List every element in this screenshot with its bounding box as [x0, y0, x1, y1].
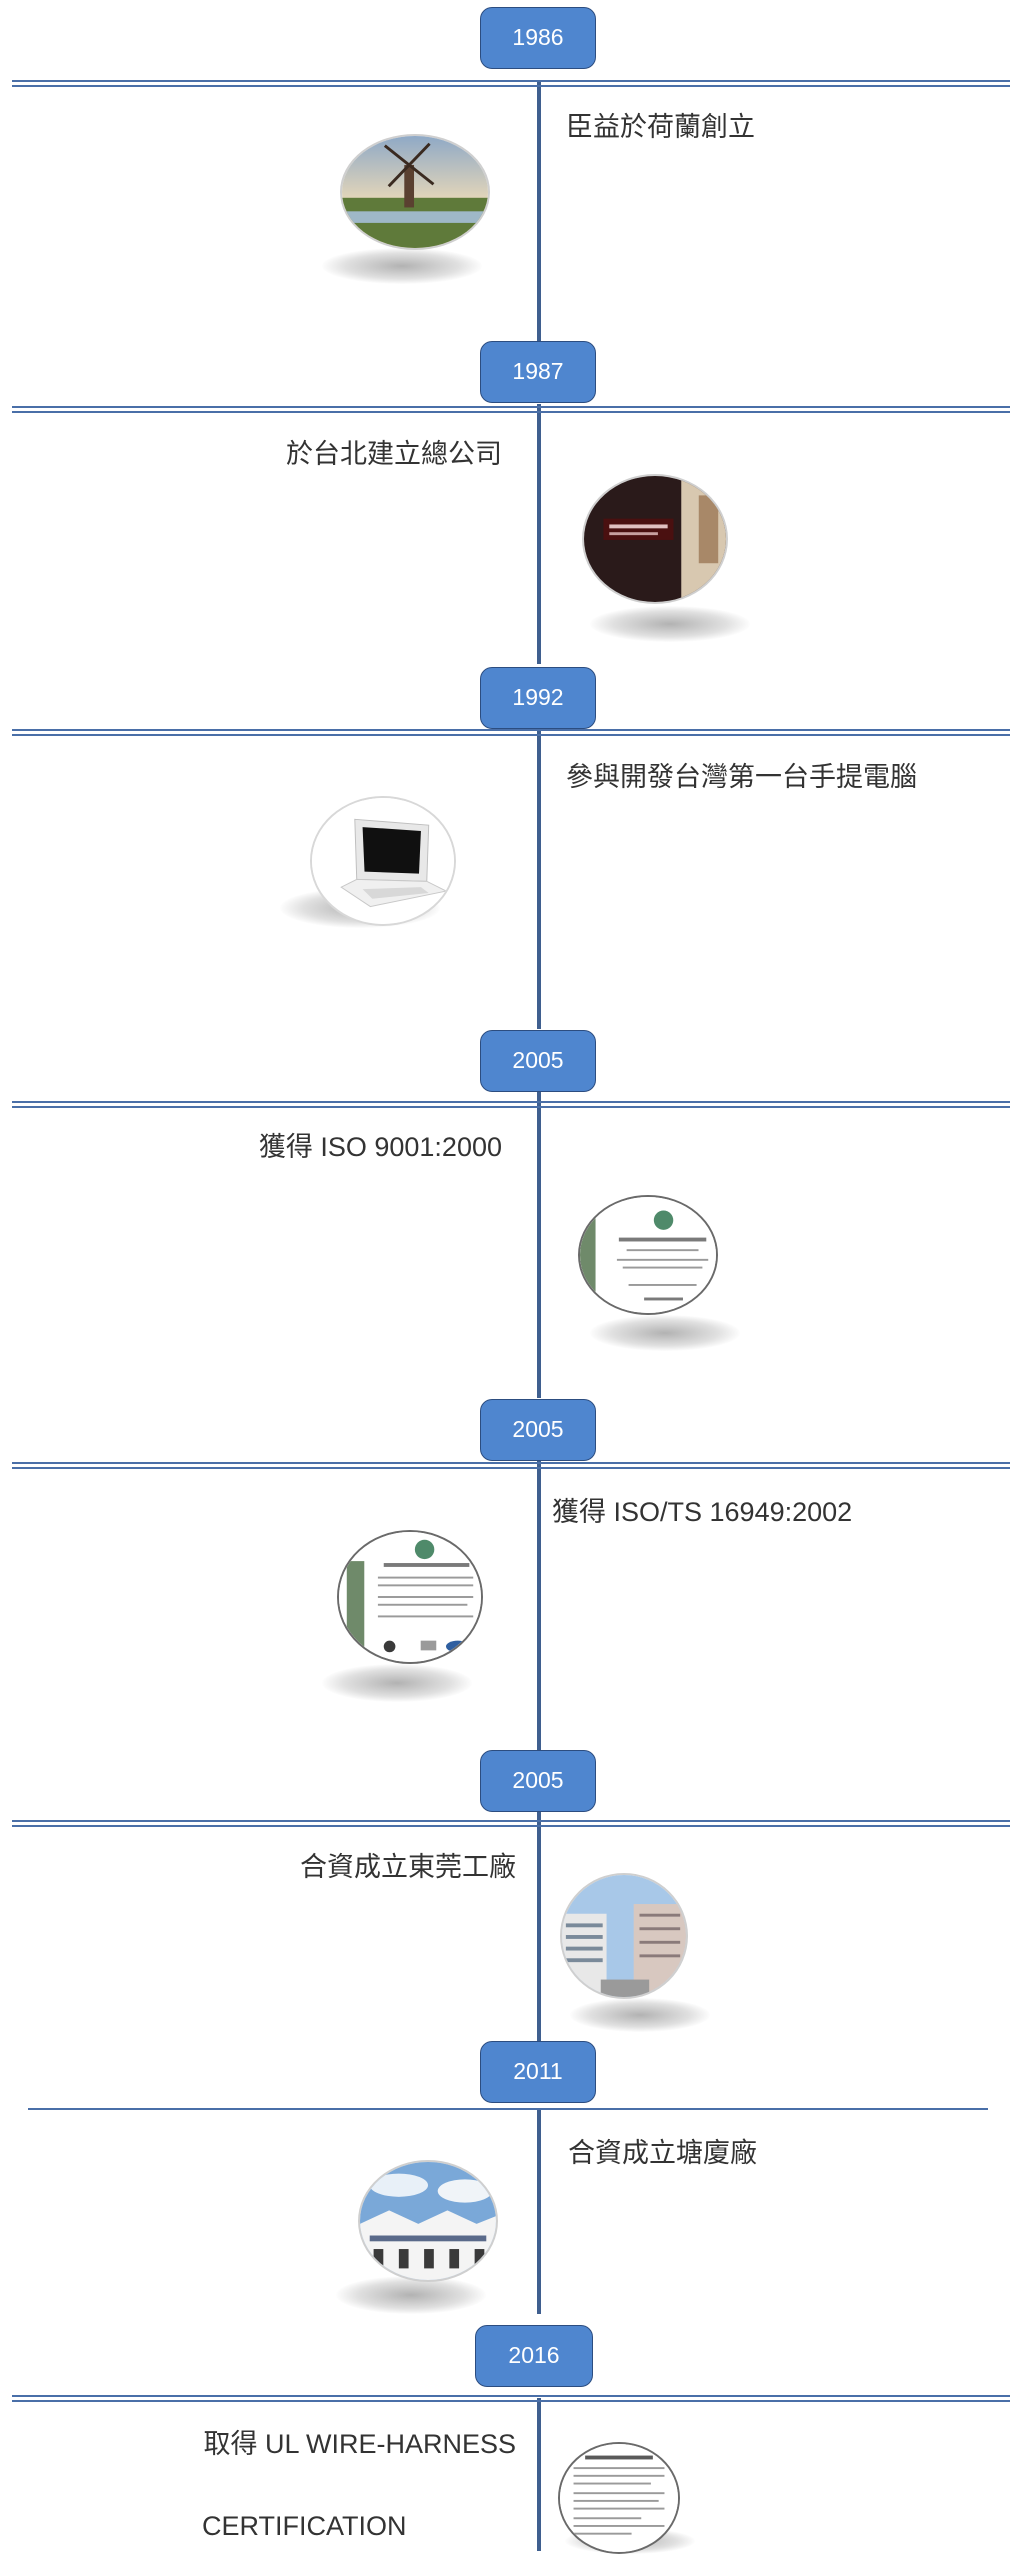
year-badge-1987: 1987	[480, 341, 596, 403]
headquarters-sign-photo	[582, 474, 728, 604]
milestone-text-ts16949: 獲得 ISO/TS 16949:2002	[552, 1497, 853, 1527]
timeline-spine	[537, 731, 541, 1029]
timeline-spine	[537, 2398, 541, 2551]
year-badge-2011: 2011	[480, 2041, 596, 2103]
laptop-photo	[310, 796, 456, 926]
section-divider	[12, 406, 1010, 413]
photo-shadow	[590, 1315, 740, 1351]
windmill-photo	[340, 134, 490, 250]
year-badge-2005-dongguan: 2005	[480, 1750, 596, 1812]
year-badge-1992: 1992	[480, 667, 596, 729]
milestone-text-1992: 參與開發台灣第一台手提電腦	[566, 762, 917, 792]
year-badge-2005-iso9001: 2005	[480, 1030, 596, 1092]
timeline-spine	[537, 82, 541, 342]
timeline-spine	[537, 404, 541, 664]
iso-certificate-photo	[578, 1195, 718, 1315]
ts-certificate-photo	[337, 1530, 483, 1664]
ul-certificate-photo	[558, 2442, 680, 2554]
milestone-text-1986: 臣益於荷蘭創立	[566, 112, 755, 142]
year-badge-2005-ts16949: 2005	[480, 1399, 596, 1461]
photo-shadow	[336, 2276, 486, 2314]
milestone-text-iso9001: 獲得 ISO 9001:2000	[258, 1132, 502, 1162]
milestone-text-dongguan: 合資成立東莞工廠	[300, 1852, 516, 1882]
milestone-text-2016-line1: 取得 UL WIRE-HARNESS	[203, 2429, 516, 2459]
section-divider	[12, 729, 1010, 736]
section-divider	[12, 1820, 1010, 1827]
milestone-text-2011: 合資成立塘廈廠	[568, 2138, 757, 2168]
photo-shadow	[322, 248, 482, 284]
photo-shadow	[590, 606, 750, 642]
timeline-spine	[537, 1090, 541, 1398]
milestone-text-1987: 於台北建立總公司	[286, 439, 502, 469]
section-divider	[12, 2395, 1010, 2402]
dongguan-factory-photo	[560, 1873, 688, 1999]
milestone-text-2016-line2: CERTIFICATION	[202, 2511, 407, 2541]
year-badge-1986: 1986	[480, 7, 596, 69]
section-divider	[28, 2108, 988, 2112]
section-divider	[12, 1101, 1010, 1108]
timeline-spine	[537, 2110, 541, 2314]
timeline-spine	[537, 1812, 541, 2072]
photo-shadow	[322, 1664, 472, 1702]
section-divider	[12, 80, 1010, 87]
photo-shadow	[570, 1998, 710, 2032]
timeline-spine	[537, 1460, 541, 1750]
section-divider	[12, 1462, 1010, 1469]
year-badge-2016: 2016	[475, 2325, 593, 2387]
tangxia-factory-photo	[358, 2160, 498, 2282]
